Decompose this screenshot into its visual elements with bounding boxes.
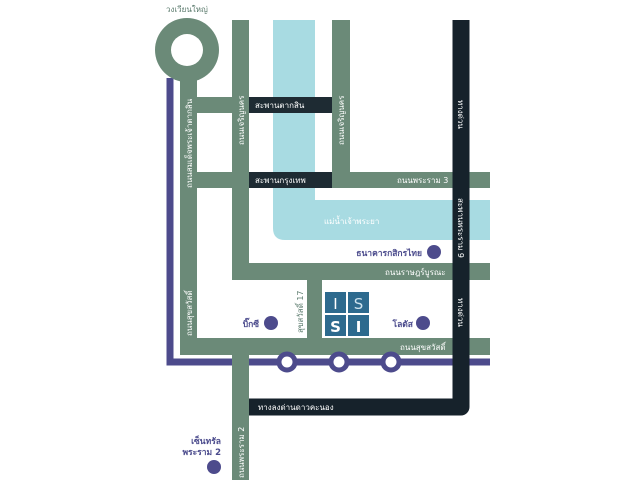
- rama9-bridge-label: สะพานพระราม 9: [456, 198, 465, 258]
- rama2-label: ถนนพระราม 2: [237, 427, 246, 478]
- issi-logo: I S S I: [325, 292, 369, 336]
- road-ratburana: [232, 263, 490, 280]
- suksawat-horizontal-label: ถนนสุขสวัสดิ์: [400, 341, 447, 352]
- bigc-label: บิ๊กซี: [243, 317, 260, 330]
- suksawat17-label: สุขสวัสดิ์ 17: [294, 290, 305, 333]
- road-taksin: [180, 50, 197, 355]
- rama3-label: ถนนพระราม 3: [397, 176, 448, 185]
- bigc-marker: [264, 316, 278, 330]
- central-label-2: พระราม 2: [182, 448, 221, 458]
- road-suksawat: [180, 338, 490, 355]
- road-rama2: [232, 345, 249, 480]
- suksawat-vertical-label: ถนนสุขสวัสดิ์: [183, 289, 194, 336]
- expressway-label-mid: ทางด่วน: [456, 298, 465, 327]
- krungthep-bridge: [249, 172, 332, 188]
- taksin-bridge-label: สะพานตากสิน: [255, 101, 305, 110]
- kasikorn-marker: [427, 245, 441, 259]
- svg-text:S: S: [354, 295, 364, 313]
- roads: [155, 18, 490, 480]
- bts-station: [380, 351, 402, 373]
- charoen-nakhon-label-1: ถนนเจริญนคร: [237, 95, 246, 145]
- charoen-nakhon-label-2: ถนนเจริญนคร: [337, 95, 346, 145]
- taksin-road-label: ถนนสมเด็จพระเจ้าตากสิน: [184, 98, 194, 188]
- expressway: [249, 20, 470, 416]
- taksin-bridge: [249, 97, 332, 113]
- road-charoen-nakhon-2: [332, 20, 350, 188]
- bts-station: [328, 351, 350, 373]
- road-taksin-link: [188, 97, 249, 113]
- kasikorn-label: ธนาคารกสิกรไทย: [356, 248, 422, 259]
- road-suksawat17: [307, 275, 322, 345]
- svg-text:S: S: [330, 318, 341, 336]
- lotus-marker: [416, 316, 430, 330]
- dao-khanong-exit-label: ทางลงด่านดาวคะนอง: [258, 403, 334, 412]
- river-label: แม่น้ำเจ้าพระยา: [324, 215, 379, 226]
- roundabout-label: วงเวียนใหญ่: [166, 5, 208, 14]
- roundabout-center: [171, 34, 203, 66]
- lotus-label: โลตัส: [392, 319, 414, 330]
- road-charoen-nakhon-1: [232, 20, 249, 280]
- central-marker: [207, 460, 221, 474]
- krungthep-bridge-label: สะพานกรุงเทพ: [255, 176, 306, 185]
- ratburana-label: ถนนราษฎร์บูรณะ: [385, 267, 446, 278]
- bts-station: [276, 351, 298, 373]
- svg-text:I: I: [356, 318, 362, 336]
- svg-text:I: I: [333, 295, 337, 313]
- bts-stations: [276, 351, 402, 373]
- expressway-label-top: ทางด่วน: [456, 100, 465, 129]
- central-label-1: เซ็นทรัล: [191, 434, 221, 447]
